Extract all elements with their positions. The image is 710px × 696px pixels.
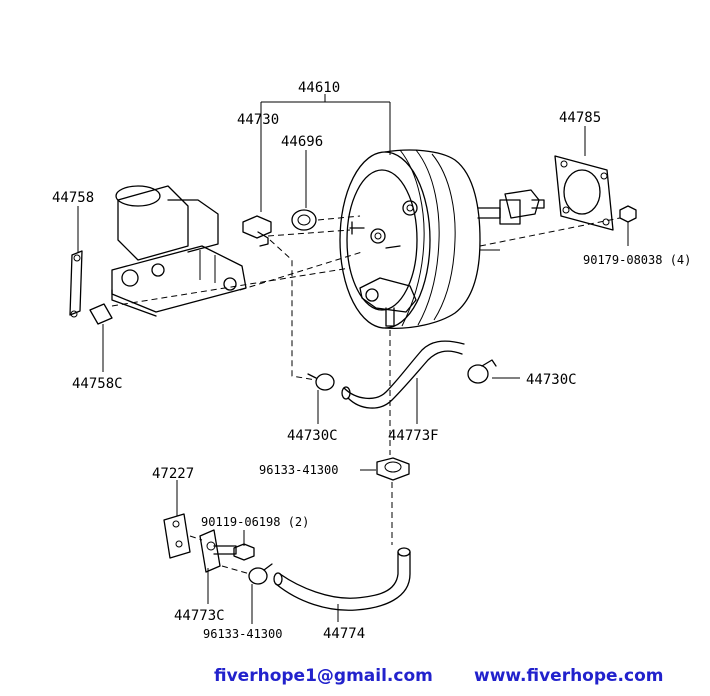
footer-website-text: www.fiverhope.com <box>474 666 664 686</box>
label-44730c-left: 44730C <box>287 428 338 444</box>
assembly-lines <box>111 215 621 575</box>
label-90179-08038: 90179-08038 (4) <box>583 253 691 267</box>
label-44774: 44774 <box>323 626 365 642</box>
hoses <box>273 340 465 611</box>
small-parts <box>69 155 637 585</box>
label-90119-06198: 90119-06198 (2) <box>201 515 309 529</box>
label-44785: 44785 <box>559 110 601 126</box>
label-44730c-right: 44730C <box>526 372 577 388</box>
footer-email-text: fiverhope1@gmail.com <box>214 666 433 686</box>
label-96133-41300-upper: 96133-41300 <box>259 463 338 477</box>
label-44696: 44696 <box>281 134 323 150</box>
leader-lines <box>77 94 629 624</box>
master-cylinder-drawing <box>111 185 247 317</box>
part-labels: 44610 44730 44696 44785 44758 90179-0803… <box>52 80 691 642</box>
label-47227: 47227 <box>152 466 194 482</box>
brake-booster-drawing <box>339 149 545 329</box>
label-44758: 44758 <box>52 190 94 206</box>
label-44773f: 44773F <box>388 428 439 444</box>
label-96133-41300-lower: 96133-41300 <box>203 627 282 641</box>
label-44773c: 44773C <box>174 608 225 624</box>
label-44758c: 44758C <box>72 376 123 392</box>
label-44730: 44730 <box>237 112 279 128</box>
label-44610: 44610 <box>298 80 340 96</box>
